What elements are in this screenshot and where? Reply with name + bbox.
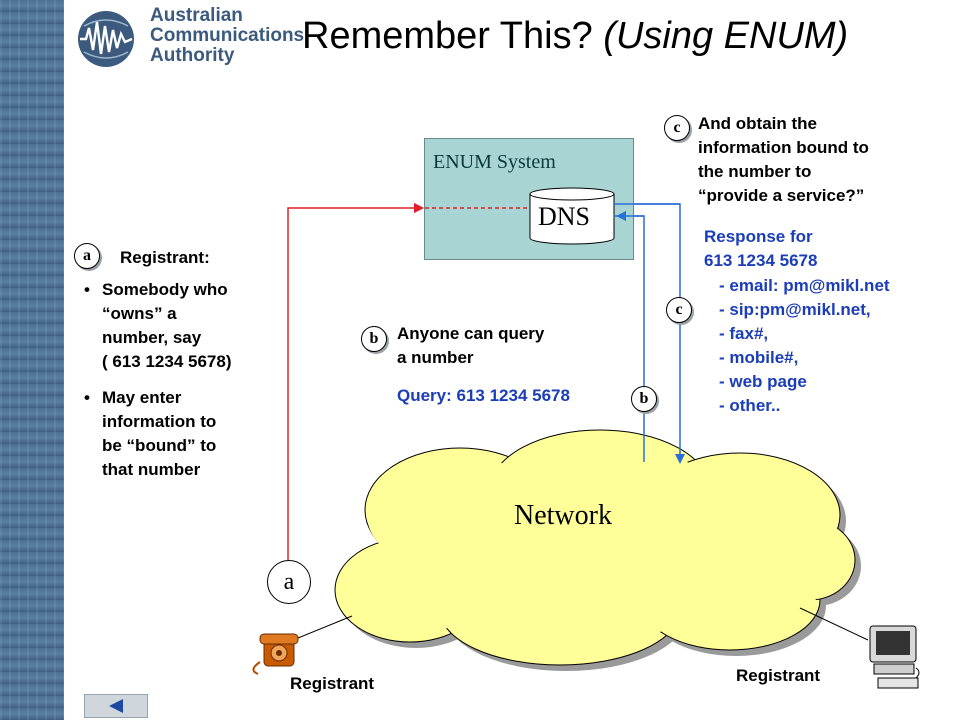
aca-logo [66,8,286,68]
step-c-marker-1: c [664,115,690,141]
blue-arrowhead-c [675,454,685,464]
step-a-marker: a [74,243,100,269]
step-b-text: Anyone can query a number [397,324,545,367]
logo-line-1: Australian [150,5,243,26]
response-item: - email: pm@mikl.net [719,276,890,295]
network-label: Network [514,500,612,531]
registrant-right-label: Registrant [736,666,821,685]
enum-system-label: ENUM System [433,151,556,173]
logo-line-3: Authority [150,45,235,66]
response-item: - sip:pm@mikl.net, [719,300,871,319]
step-c-marker-2: c [666,297,692,323]
title-main: Remember This? [302,15,593,57]
page-title: Remember This? (Using ENUM) [302,12,848,60]
step-b-marker-2: b [631,386,657,412]
phone-link [297,615,353,639]
previous-slide-button[interactable] [84,694,148,718]
response-item: - fax#, [719,324,769,343]
telephone-icon [252,633,299,675]
step-c-text: And obtain the information bound to the … [698,114,869,205]
decorative-sidebar [0,0,64,720]
title-italic: (Using ENUM) [603,15,849,57]
step-a-bullet-2: May enter information to be “bound” to t… [80,386,232,482]
step-b-marker-1: b [361,326,387,352]
step-a-bullets: Somebody who “owns” a number, say ( 613 … [80,278,232,494]
back-arrow-icon [109,699,123,713]
logo-text: Australian Communications Authority [150,6,304,66]
dns-label: DNS [538,202,591,231]
response-item: - web page [719,372,807,391]
registrant-a-marker: a [267,560,311,604]
logo-line-2: Communications [150,25,305,46]
pc-link [799,607,869,641]
registrant-left-label: Registrant [290,674,375,693]
network-cloud-fill [343,439,848,656]
computer-icon [869,625,920,689]
step-a-bullet-1: Somebody who “owns” a number, say ( 613 … [80,278,232,374]
step-c-response-list: - email: pm@mikl.net - sip:pm@mikl.net, … [719,274,890,418]
header-band [64,0,960,80]
step-a-heading: Registrant: [120,248,210,267]
response-item: - mobile#, [719,348,799,367]
step-b-query: Query: 613 1234 5678 [397,386,570,405]
step-c-response-heading: Response for 613 1234 5678 [704,227,818,270]
globe-wave-icon [78,11,134,67]
response-item: - other.. [719,396,781,415]
